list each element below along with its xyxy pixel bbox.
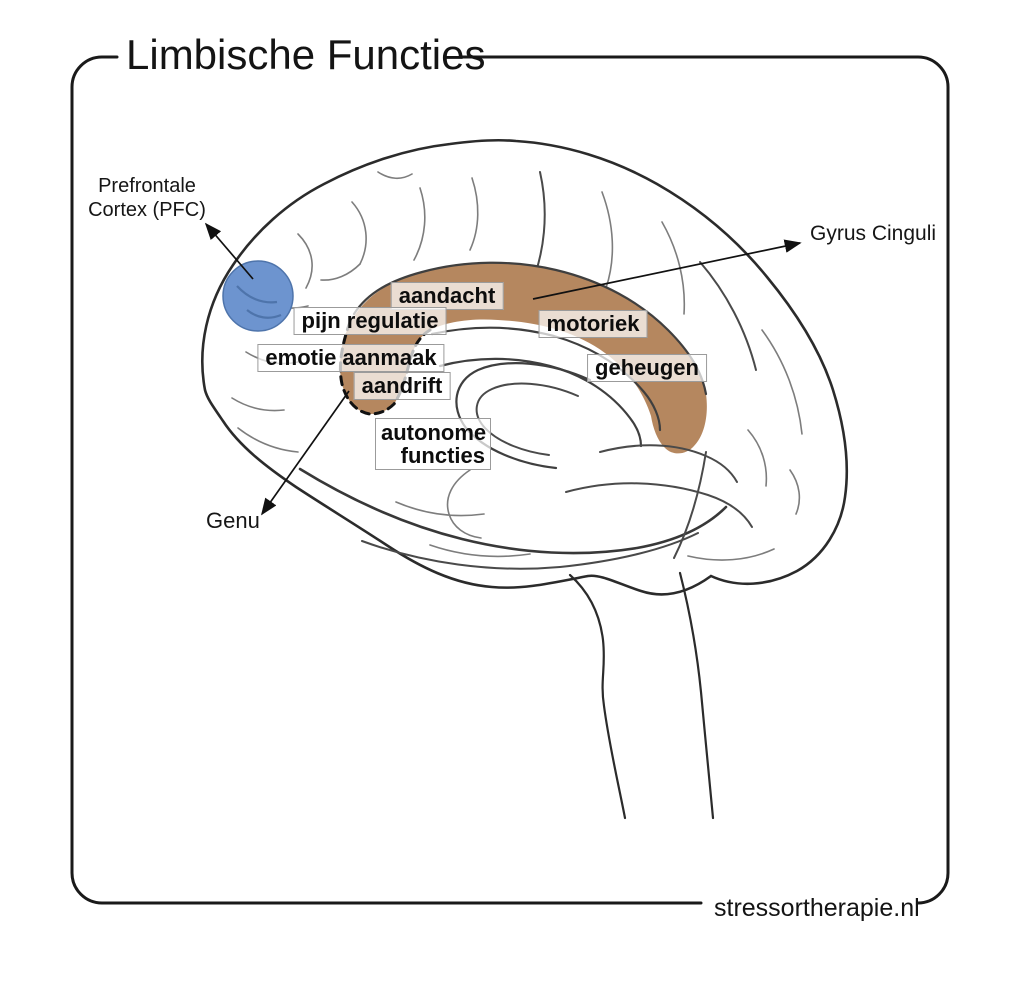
occipital-cerebellum-line [673, 451, 707, 559]
function-label-geheugen: geheugen [587, 354, 707, 382]
sulcus-line [761, 329, 803, 435]
pfc-circle [222, 260, 294, 332]
leader-line-pfc [204, 222, 254, 280]
pfc-label-line2: Cortex (PFC) [88, 199, 206, 221]
cingulate-top-edge [352, 261, 708, 396]
thalamus-line [565, 482, 753, 528]
ventricle-loop [475, 382, 579, 456]
frame-border [70, 55, 950, 905]
sulcus-line [601, 191, 614, 289]
pfc-leader-label: Prefrontale Cortex (PFC) [82, 174, 212, 222]
temporal-sulcus-line [429, 544, 531, 558]
footer-site-name: stressortherapie.nl [714, 894, 920, 922]
brainstem-left-line [568, 573, 627, 820]
autonome-functies-line2: functies [400, 443, 485, 468]
hippocampus-curl [446, 469, 482, 539]
sulcus-line [699, 261, 757, 371]
pfc-sulcus [236, 285, 278, 304]
sulcus-line [231, 397, 285, 412]
temporal-sulcus-line [361, 532, 699, 570]
thalamus-line [599, 444, 738, 483]
function-label-motoriek: motoriek [538, 310, 648, 338]
function-label-aandacht: aandacht [390, 282, 504, 310]
sulcus-line [413, 187, 426, 261]
gyrus-cinguli-leader-label: Gyrus Cinguli [810, 222, 937, 245]
function-label-autonome-functies: autonome functies [375, 418, 491, 470]
autonome-functies-line1: autonome [381, 420, 487, 445]
sulcus-line [469, 177, 479, 251]
brainstem-right-line [678, 571, 715, 820]
leader-line-genu [261, 390, 350, 516]
pfc-label-line1: Prefrontale [98, 175, 196, 197]
sulcus-line [789, 469, 801, 515]
ventricle-loop [455, 362, 592, 470]
function-label-pijn-regulatie: pijn regulatie [293, 307, 447, 335]
sulcus-line [377, 171, 413, 180]
sulcus-line [661, 221, 686, 315]
corpus-callosum-line [438, 357, 643, 448]
pfc-sulcus [246, 309, 282, 319]
genu-leader-label: Genu [206, 508, 260, 533]
page-title: Limbische Functies [126, 31, 486, 78]
sylvian-fissure-line [298, 467, 728, 555]
leader-line-gyrus-cinguli [532, 239, 802, 300]
sulcus-line [687, 548, 775, 561]
sulcus-line [351, 201, 367, 265]
sulcus-line [297, 233, 313, 289]
sulcus-line [320, 263, 361, 281]
sulcus-line [747, 429, 768, 487]
function-label-aandrift: aandrift [353, 372, 451, 400]
sulcus-line [237, 427, 299, 453]
temporal-sulcus-line [395, 501, 485, 517]
function-label-emotie-aanmaak: emotie aanmaak [257, 344, 445, 372]
corpus-callosum-line [430, 326, 662, 432]
